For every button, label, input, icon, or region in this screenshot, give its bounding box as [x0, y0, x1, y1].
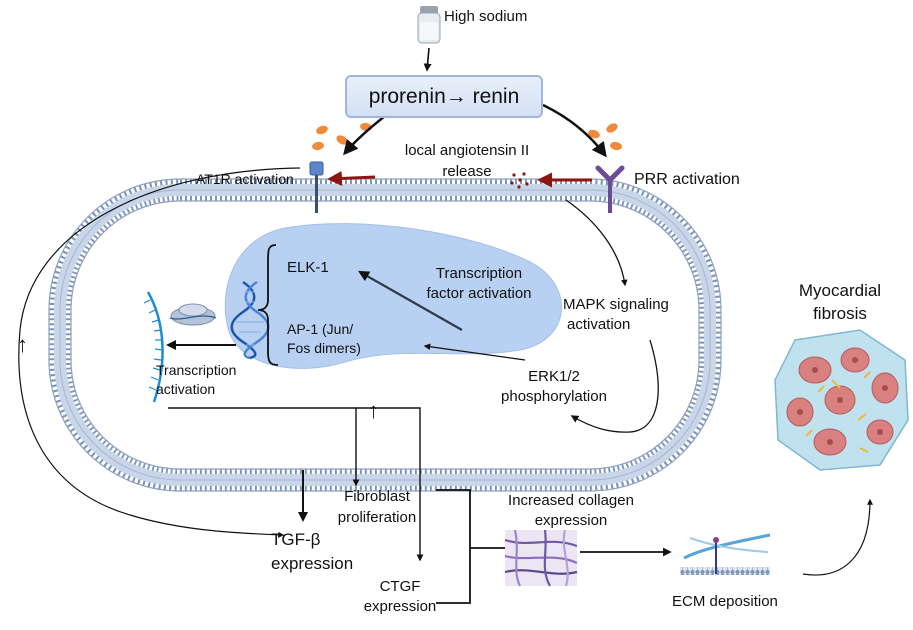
- ctgf-line1: CTGF: [379, 578, 421, 595]
- tf-activation-line2: factor activation: [426, 285, 532, 303]
- transcription-line1: Transcription: [156, 362, 237, 378]
- ap1-line2: Fos dimers): [287, 340, 361, 357]
- collagen-line2: expression: [534, 512, 608, 530]
- fibroblast-proliferation-label: Fibroblast proliferation: [322, 488, 432, 527]
- nucleus: [224, 223, 563, 369]
- salt-shaker-icon: [417, 6, 441, 44]
- receptor-prr-icon: [595, 165, 625, 213]
- fibrosis-tissue-icon: [774, 329, 909, 471]
- local-angiotensin-line2: release: [442, 163, 492, 181]
- erk-label: ERK1/2 phosphorylation: [482, 368, 626, 406]
- arrow-ang-to-at1r: [327, 170, 376, 186]
- ecm-membrane-icon: [680, 533, 771, 575]
- ctgf-expression-label: CTGF expression: [354, 578, 446, 616]
- at1r-activation-label: AT1R activation: [196, 171, 294, 187]
- up-arrow-center: ↑: [368, 398, 379, 423]
- cell-membrane: [48, 178, 722, 492]
- arrow-sodium-renin: [423, 47, 432, 72]
- collagen-fibers-icon: [504, 529, 578, 587]
- ctgf-line2: expression: [363, 598, 437, 616]
- myocardial-line2: fibrosis: [813, 303, 867, 323]
- tf-activation-line1: Transcription: [435, 265, 523, 282]
- tgfb-line2: expression: [271, 553, 354, 573]
- prorenin-renin-label: prorenin→ renin: [368, 84, 520, 108]
- tgfb-line1: TGF-β: [271, 530, 321, 549]
- ecm-deposition-label: ECM deposition: [672, 593, 778, 610]
- myocardial-line1: Myocardial: [798, 281, 882, 300]
- fibroblast-line1: Fibroblast: [344, 488, 410, 505]
- arrow-tf-to-elk1: [358, 270, 463, 331]
- arrow-mapk-to-erk: [570, 339, 659, 433]
- collagen-expression-label: Increased collagen expression: [496, 492, 646, 530]
- fibroblast-line2: proliferation: [337, 509, 417, 527]
- mrna-strand-icon: [143, 291, 164, 403]
- angiotensin-dots: [510, 172, 529, 189]
- arrow-renin-prr: [542, 103, 607, 158]
- tf-bracket: [257, 244, 279, 366]
- ap1-line1: AP-1 (Jun/: [287, 321, 354, 337]
- myocardial-fibrosis-label: Myocardial fibrosis: [780, 281, 900, 323]
- tgfb-expression-label: TGF-β expression: [271, 530, 353, 573]
- collagen-line1: Increased collagen: [508, 492, 634, 509]
- arrow-erk-to-ap1: [423, 343, 526, 361]
- mapk-line2: activation: [567, 316, 631, 334]
- arrow-ecm-to-fibrosis: [802, 498, 873, 576]
- prr-activation-label: PRR activation: [634, 171, 740, 188]
- high-sodium-label: High sodium: [444, 8, 528, 25]
- arrow-prr-to-mapk: [565, 199, 628, 287]
- arrow-at1r-to-tgfb: [18, 167, 301, 538]
- local-angiotensin-line1: local angiotensin II: [404, 142, 530, 159]
- prorenin-renin-box: prorenin→ renin: [345, 75, 543, 118]
- up-arrow-left: ↑: [17, 332, 28, 357]
- arrow-transcription-to-ctgf: [356, 407, 424, 562]
- ap1-label: AP-1 (Jun/ Fos dimers): [287, 321, 361, 356]
- mapk-line1: MAPK signaling: [563, 296, 669, 313]
- transcription-activation-label: Transcription activation: [156, 362, 236, 397]
- transcription-line2: activation: [156, 381, 216, 398]
- ribosome-mrna-icon: [169, 303, 217, 326]
- erk-line1: ERK1/2: [528, 368, 580, 385]
- connector-fibroblast-collagen: [436, 489, 471, 604]
- local-angiotensin-label: local angiotensin II release: [376, 142, 558, 181]
- mapk-label: MAPK signaling activation: [563, 296, 669, 334]
- receptor-at1r-icon: [309, 161, 324, 213]
- erk-line2: phosphorylation: [501, 388, 607, 406]
- elk1-label: ELK-1: [287, 259, 329, 276]
- tf-activation-label: Transcription factor activation: [405, 265, 553, 303]
